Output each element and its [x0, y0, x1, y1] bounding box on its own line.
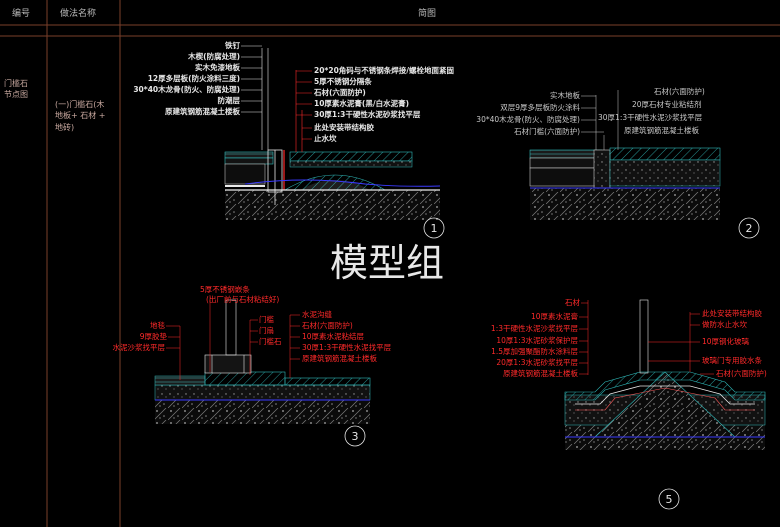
detail-1-left-leaders: [241, 45, 262, 113]
label: 30厚1:3干硬性水泥找平层: [302, 342, 392, 352]
label: 门槛: [259, 314, 274, 324]
label: 水泥沙浆找平层: [113, 342, 166, 352]
label: 石材(六面防护): [716, 368, 767, 378]
label: 30厚1:3干硬性水泥砂浆找平层: [314, 109, 421, 119]
label: 20*20角码与不锈钢条焊接/螺栓地面紧固: [314, 65, 455, 75]
detail-2-number: 2: [746, 222, 753, 235]
label: 铁钉: [225, 40, 240, 50]
detail-5-right-labels: 此处安装带结构胶 做防水止水坎 10厚钢化玻璃 玻璃门专用胶水条 石材(六面防护…: [702, 308, 767, 378]
label: 石材(六面防护): [302, 320, 353, 330]
detail-2-drawing: [529, 90, 721, 220]
detail-3-left-leaders: [166, 325, 181, 380]
label: 双层9厚多层板防火涂料: [500, 102, 580, 112]
label: 门槛石: [259, 336, 282, 346]
label: 原建筑钢筋混凝土楼板: [503, 368, 578, 378]
label: 木楔(防腐处理): [187, 51, 240, 61]
watermark: 模型组: [330, 241, 444, 285]
label: 实木地板: [550, 90, 580, 100]
label: 30厚1:3干硬性水泥沙浆找平层: [598, 112, 703, 122]
label: 原建筑钢筋混凝土楼板: [624, 125, 699, 135]
detail-5-drawing: [564, 299, 766, 450]
detail-2-left-labels: 实木地板 双层9厚多层板防火涂料 30*40木龙骨(防火、防腐处理) 石材门槛(…: [476, 90, 580, 136]
detail-3-top-labels: 5厚不锈钢嵌条 (出厂前与石材粘结好): [200, 284, 279, 304]
detail-2-number-circle: [738, 217, 760, 239]
label: 做防水止水坎: [702, 319, 747, 329]
row-number-line1: 门槛石: [4, 78, 28, 88]
label: 10厚素水泥膏: [531, 311, 579, 321]
detail-3-drawing: [154, 295, 371, 424]
detail-3-mid-labels: 门槛 门扇 门槛石: [259, 314, 282, 346]
detail-1-number-circle: [423, 217, 445, 239]
detail-2-right-labels: 石材(六面防护) 20厚石材专业粘结剂 30厚1:3干硬性水泥沙浆找平层 原建筑…: [598, 86, 705, 135]
label: 地毯: [150, 320, 165, 330]
detail-5-left-leaders: [579, 302, 588, 375]
detail-3-number-circle: [344, 425, 366, 447]
label: 门扇: [259, 325, 274, 335]
detail-1-left-labels: 铁钉 木楔(防腐处理) 实木免漆地板 12厚多层板(防火涂料三度) 30*40木…: [133, 40, 240, 116]
row-method-line3: 地砖): [55, 122, 74, 132]
label: 30*40木龙骨(防火、防腐处理): [476, 114, 580, 124]
label: 10厚钢化玻璃: [702, 336, 750, 346]
label: 5厚不锈钢分隔条: [314, 76, 372, 86]
header-drawing: 简图: [418, 7, 436, 19]
label: 10厚素水泥膏(黑/白水泥膏): [314, 98, 409, 108]
detail-3-right-labels: 水泥沟缝 石材(六面防护) 10厚素水泥粘结层 30厚1:3干硬性水泥找平层 原…: [302, 309, 392, 363]
detail-3-right-leaders: [290, 314, 300, 360]
label: 1:3干硬性水泥沙浆找平层: [491, 323, 579, 333]
label: 石材(六面防护): [313, 87, 366, 97]
row-number-line2: 节点图: [4, 90, 28, 99]
label: 水泥沟缝: [302, 309, 332, 319]
label: 20厚石材专业粘结剂: [632, 99, 702, 109]
label: (出厂前与石材粘结好): [206, 294, 279, 304]
header-number: 编号: [12, 7, 30, 19]
label: 20厚1:3水泥砂浆找平层: [496, 357, 578, 367]
label: 1.5厚加强聚酯防水涂料层: [491, 346, 578, 356]
detail-5-right-leaders: [648, 313, 714, 375]
label: 9厚胶垫: [140, 331, 168, 341]
label: 10厚1:3水泥砂浆保护层: [496, 335, 578, 345]
detail-1-drawing: [224, 48, 441, 220]
detail-5-number-circle: [658, 488, 680, 510]
detail-2-left-leaders: [581, 95, 604, 133]
label: 12厚多层板(防火涂料三度): [148, 73, 240, 83]
label: 防潮层: [218, 95, 241, 105]
detail-1-right-leaders: [296, 70, 312, 140]
detail-3-left-labels: 地毯 9厚胶垫 水泥沙浆找平层: [113, 320, 168, 352]
label: 此处安装带结构胶: [314, 122, 374, 132]
detail-5-left-labels: 石材 10厚素水泥膏 1:3干硬性水泥沙浆找平层 10厚1:3水泥砂浆保护层 1…: [491, 297, 581, 378]
label: 30*40木龙骨(防火、防腐处理): [133, 84, 240, 94]
label: 10厚素水泥粘结层: [302, 331, 365, 341]
detail-3-mid-leaders: [249, 319, 258, 375]
detail-5-number: 5: [666, 493, 673, 506]
label: 原建筑钢筋混凝土楼板: [302, 353, 377, 363]
label: 原建筑钢筋混凝土楼板: [165, 106, 240, 116]
label: 玻璃门专用胶水条: [702, 355, 762, 365]
label: 此处安装带结构胶: [702, 308, 762, 318]
label: 石材门槛(六面防护): [514, 126, 580, 136]
label: 实木免漆地板: [195, 62, 240, 72]
row-method-line2: 地板+ 石材 +: [55, 110, 106, 120]
label: 止水坎: [314, 133, 337, 143]
header-method: 做法名称: [60, 7, 96, 19]
label: 石材(六面防护): [654, 86, 705, 96]
detail-3-number: 3: [352, 430, 359, 443]
detail-1-number: 1: [431, 222, 438, 235]
row-method-line1: (一)门槛石(木: [55, 99, 104, 109]
label: 石材: [565, 297, 580, 307]
label: 5厚不锈钢嵌条: [200, 284, 250, 294]
detail-1-right-labels: 20*20角码与不锈钢条焊接/螺栓地面紧固 5厚不锈钢分隔条 石材(六面防护) …: [313, 65, 455, 143]
